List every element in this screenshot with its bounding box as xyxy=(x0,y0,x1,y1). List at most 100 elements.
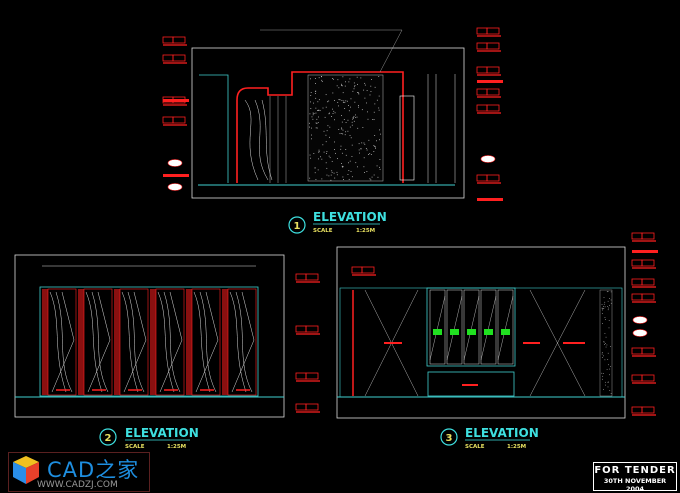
stone-speck xyxy=(604,359,606,361)
stone-speck xyxy=(358,143,360,145)
urinal-icon xyxy=(484,329,493,335)
stone-speck xyxy=(332,113,334,114)
stone-speck xyxy=(357,92,358,93)
stone-speck xyxy=(364,82,366,84)
stone-speck xyxy=(379,166,380,168)
stone-speck xyxy=(602,378,603,380)
stone-speck xyxy=(325,152,327,154)
elevation-3-title: 3 ELEVATION SCALE 1:25M xyxy=(440,426,539,450)
stone-speck xyxy=(313,102,314,104)
stone-speck xyxy=(602,309,603,311)
stone-speck xyxy=(608,327,610,329)
stone-speck xyxy=(367,111,368,113)
stone-speck xyxy=(603,389,604,390)
stone-speck xyxy=(341,121,343,123)
stone-speck xyxy=(335,152,336,154)
view-number-circle xyxy=(288,216,306,234)
stone-speck xyxy=(345,149,347,150)
stone-speck xyxy=(323,130,325,132)
material-tag xyxy=(476,66,488,74)
partition-panel xyxy=(429,289,446,365)
stone-texture xyxy=(309,76,612,395)
material-tag xyxy=(641,259,655,267)
stone-speck xyxy=(311,134,312,136)
stone-speck xyxy=(604,381,606,383)
curtain-lines xyxy=(49,291,75,393)
stone-speck xyxy=(351,156,353,157)
stone-speck xyxy=(366,149,368,151)
stone-speck xyxy=(607,309,609,311)
stone-speck xyxy=(321,76,323,78)
door-jamb xyxy=(114,289,120,395)
stone-speck xyxy=(602,323,603,325)
partition-panel xyxy=(497,289,514,365)
material-tag xyxy=(631,278,643,286)
stone-speck xyxy=(602,373,604,374)
material-tag xyxy=(631,293,643,301)
stone-speck xyxy=(314,167,316,169)
view-number: 1 xyxy=(294,221,301,232)
stone-speck xyxy=(341,152,343,154)
stone-speck xyxy=(371,79,372,80)
stone-speck xyxy=(315,92,317,94)
stone-speck xyxy=(315,112,317,114)
cubicle-door xyxy=(155,288,185,396)
stone-speck xyxy=(317,169,319,171)
stone-speck xyxy=(610,302,612,304)
door-jamb xyxy=(222,289,228,395)
stone-strip xyxy=(599,289,613,397)
stone-speck xyxy=(605,384,607,386)
stone-speck xyxy=(310,108,312,110)
stone-speck xyxy=(375,146,376,148)
stone-speck xyxy=(355,114,356,116)
stone-speck xyxy=(353,88,355,90)
stone-speck xyxy=(601,313,603,314)
cubicle-door xyxy=(47,288,77,396)
cubicle-door xyxy=(227,288,257,396)
scale-value: 1:25M xyxy=(167,444,186,450)
watermark-name: CAD之家 xyxy=(47,458,140,482)
stone-speck xyxy=(355,162,357,164)
stone-speck xyxy=(601,307,603,309)
stone-speck xyxy=(312,114,314,116)
stone-speck xyxy=(340,145,342,147)
stone-speck xyxy=(326,151,328,152)
stone-speck xyxy=(607,386,609,388)
stone-speck xyxy=(357,166,359,168)
stone-speck xyxy=(607,381,609,383)
stone-speck xyxy=(608,364,609,366)
stone-speck xyxy=(379,159,381,160)
stone-speck xyxy=(330,179,332,181)
stone-speck xyxy=(605,346,607,348)
stone-speck xyxy=(310,157,312,159)
stone-speck xyxy=(348,110,350,112)
elevation-3-frame xyxy=(336,246,626,419)
material-tag xyxy=(641,347,655,355)
stone-speck xyxy=(328,113,330,115)
stone-speck xyxy=(366,90,368,92)
stone-speck xyxy=(603,355,604,357)
stone-speck xyxy=(339,99,341,101)
urinal-icon xyxy=(501,329,510,335)
stone-speck xyxy=(314,90,316,92)
stone-speck xyxy=(317,101,319,103)
stone-speck xyxy=(321,158,323,160)
stone-speck xyxy=(342,176,344,178)
stone-speck xyxy=(325,94,327,96)
hatch-line xyxy=(480,295,497,361)
stone-speck xyxy=(377,176,379,178)
stone-speck xyxy=(318,149,320,151)
watermark: CAD之家 WWW.CADZJ.COM xyxy=(8,452,150,492)
stone-speck xyxy=(325,134,327,136)
stone-speck xyxy=(316,118,318,120)
stone-speck xyxy=(353,82,355,84)
stone-speck xyxy=(342,129,344,131)
stone-speck xyxy=(366,102,367,104)
stone-speck xyxy=(315,97,317,99)
stone-speck xyxy=(333,110,335,112)
stone-speck xyxy=(370,91,372,92)
elevation-2-frame xyxy=(14,254,285,418)
stone-speck xyxy=(347,119,349,121)
stone-speck xyxy=(348,178,350,180)
